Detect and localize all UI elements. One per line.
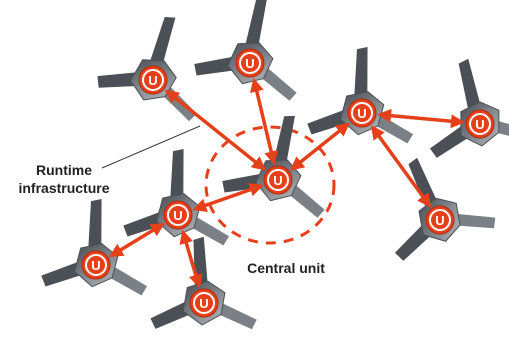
- links-layer: [109, 77, 465, 289]
- central-unit-badge: U: [263, 165, 293, 195]
- bottom-left-unit-badge: U: [81, 250, 111, 280]
- link-n3-n5: [289, 122, 351, 171]
- upper-right-unit-badge: U: [347, 98, 377, 128]
- bottom-left-unit-device: [41, 198, 148, 296]
- left-middle-unit-device: [123, 148, 230, 246]
- link-n6-n8: [109, 222, 165, 258]
- central-unit-circle: [204, 125, 336, 245]
- runtime-label-line1: Runtime: [36, 162, 92, 178]
- upper-right-unit-device: [307, 46, 414, 144]
- right-lower-unit-badge-letter: U: [435, 213, 444, 228]
- right-lower-unit-badge: U: [425, 205, 455, 235]
- top-left-unit-badge-letter: U: [148, 73, 157, 88]
- far-right-unit-device: [429, 58, 509, 158]
- link-n3-n4: [377, 108, 465, 129]
- top-left-unit-badge: U: [138, 65, 168, 95]
- left-middle-unit-badge: U: [163, 200, 193, 230]
- runtime-label-line2: infrastructure: [18, 180, 109, 196]
- top-center-unit-badge: U: [235, 48, 265, 78]
- link-n1-n5: [164, 89, 267, 171]
- link-n6-n5: [192, 183, 264, 212]
- link-n2-n5: [249, 77, 279, 166]
- far-right-unit-badge: U: [465, 109, 495, 139]
- link-n3-n7: [370, 125, 432, 208]
- bottom-left-unit-badge-letter: U: [91, 258, 100, 273]
- central-unit-badge-letter: U: [273, 173, 282, 188]
- bottom-center-unit-badge: U: [189, 288, 219, 318]
- top-center-unit-badge-letter: U: [245, 56, 254, 71]
- badges-layer: U U U U U U U U U: [81, 48, 495, 318]
- runtime-leader-line: [101, 125, 201, 169]
- right-lower-unit-device: [394, 157, 496, 261]
- top-center-unit-device: [194, 0, 297, 101]
- bottom-center-unit-device: [150, 236, 257, 330]
- far-right-unit-badge-letter: U: [475, 117, 484, 132]
- upper-right-unit-badge-letter: U: [357, 106, 366, 121]
- left-middle-unit-badge-letter: U: [173, 208, 182, 223]
- central-unit-label: Central unit: [247, 260, 325, 276]
- link-n6-n9: [179, 229, 203, 289]
- bottom-center-unit-badge-letter: U: [199, 296, 208, 311]
